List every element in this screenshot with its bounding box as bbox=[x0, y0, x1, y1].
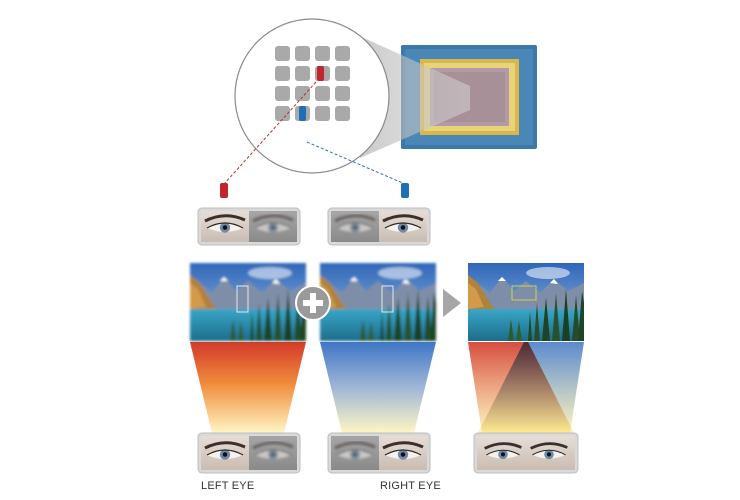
sensor-pixel bbox=[315, 106, 330, 121]
left-pixel-eye-view bbox=[197, 207, 301, 246]
combined-eye-result-view bbox=[473, 432, 579, 474]
sensor-pixel bbox=[275, 106, 290, 121]
right-eye-label: RIGHT EYE bbox=[380, 480, 441, 492]
right-eye-landscape bbox=[320, 263, 436, 341]
combined-landscape bbox=[468, 263, 584, 341]
sensor-pixel bbox=[335, 86, 350, 101]
left-photodiode-indicator bbox=[220, 183, 228, 198]
left-eye-landscape bbox=[190, 263, 306, 341]
sensor-pixel bbox=[315, 46, 330, 61]
sensor-pixel bbox=[295, 66, 310, 81]
plus-icon bbox=[295, 285, 331, 321]
right-eye-result-view bbox=[327, 432, 431, 474]
sensor-pixel bbox=[335, 46, 350, 61]
zoom-cone bbox=[355, 34, 470, 158]
right-photodiode-indicator bbox=[401, 183, 409, 198]
sensor-pixel bbox=[335, 106, 350, 121]
sensor-pixel bbox=[275, 86, 290, 101]
sensor-pixel bbox=[295, 86, 310, 101]
right-pixel-connector bbox=[306, 141, 406, 185]
pixel-grid bbox=[275, 46, 350, 121]
magnified-pixel-circle bbox=[234, 18, 390, 174]
left-pixel-connector bbox=[223, 81, 317, 185]
right-eye-beam bbox=[320, 342, 436, 433]
left-eye-beam bbox=[190, 342, 306, 433]
right-photodiode-highlight bbox=[299, 106, 306, 121]
arrow-right-icon bbox=[443, 289, 461, 317]
sensor-pixel bbox=[275, 66, 290, 81]
sensor-pixel bbox=[295, 46, 310, 61]
left-eye-label: LEFT EYE bbox=[201, 480, 255, 492]
left-eye-result-view bbox=[197, 432, 301, 474]
sensor-pixel bbox=[335, 66, 350, 81]
sensor-pixel bbox=[275, 46, 290, 61]
combined-beams bbox=[468, 342, 584, 433]
right-pixel-eye-view bbox=[327, 207, 431, 246]
left-photodiode-highlight bbox=[317, 66, 324, 81]
sensor-pixel bbox=[315, 86, 330, 101]
